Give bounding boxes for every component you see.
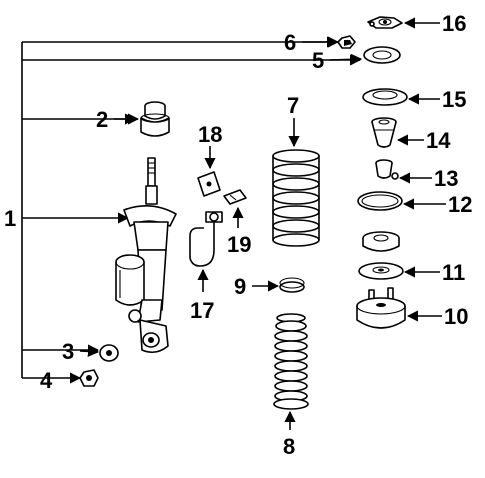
callout-19: 19 — [227, 232, 251, 257]
callout-8: 8 — [283, 434, 295, 459]
bump-stop — [140, 101, 170, 137]
callout-6: 6 — [284, 30, 296, 55]
coil-spring — [272, 149, 320, 247]
callout-2: 2 — [96, 107, 108, 132]
gasket-ring — [357, 191, 403, 211]
spring-pad — [279, 277, 305, 293]
callout-3: 3 — [62, 339, 74, 364]
bushing — [371, 117, 397, 148]
callout-17: 17 — [190, 298, 214, 323]
callout-14: 14 — [426, 128, 451, 153]
dust-boot — [273, 313, 309, 410]
bracket-clip — [197, 171, 221, 197]
retainer-clip — [223, 189, 247, 205]
callout-13: 13 — [434, 166, 458, 191]
spring-seat-rubber — [362, 231, 400, 252]
upper-washer — [363, 46, 401, 64]
insulator — [362, 88, 408, 106]
nut — [79, 369, 99, 387]
seat-plate — [358, 262, 404, 280]
upper-nut — [337, 35, 356, 49]
callout-16: 16 — [442, 11, 466, 36]
callout-12: 12 — [448, 192, 472, 217]
washer — [99, 344, 119, 362]
callout-4: 4 — [40, 368, 53, 393]
callout-9: 9 — [234, 274, 246, 299]
brake-hose — [189, 211, 223, 267]
collar — [375, 159, 399, 180]
assembly-bracket-lines — [21, 36, 362, 384]
callout-10: 10 — [444, 304, 468, 329]
callout-1: 1 — [4, 206, 16, 231]
upper-mount — [356, 287, 406, 329]
cap — [367, 16, 403, 29]
callout-11: 11 — [442, 260, 465, 285]
shock-absorber — [115, 157, 177, 354]
callout-7: 7 — [287, 93, 299, 118]
callout-5: 5 — [312, 48, 324, 73]
leader-lines — [79, 17, 446, 430]
callout-18: 18 — [198, 122, 222, 147]
callout-15: 15 — [442, 87, 466, 112]
callout-numbers: 1 2 3 4 5 6 7 8 9 10 11 12 13 14 15 16 1… — [4, 11, 472, 459]
